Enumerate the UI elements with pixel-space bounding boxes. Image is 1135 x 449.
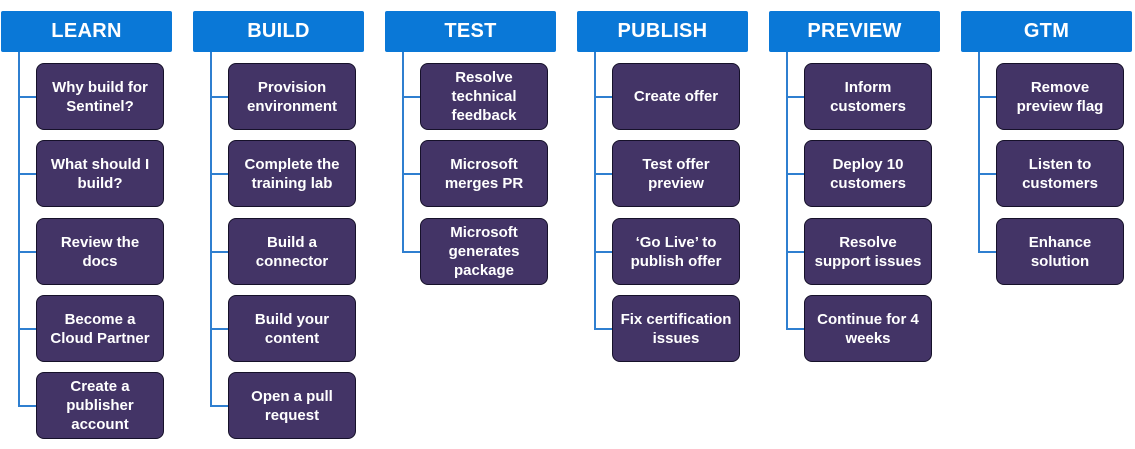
header-preview: PREVIEW [769, 11, 940, 52]
header-publish: PUBLISH [577, 11, 748, 52]
column-learn: LEARN Why build for Sentinel? What shoul… [1, 11, 172, 449]
step-remove-preview-flag: Remove preview flag [996, 63, 1124, 130]
step-deploy-customers: Deploy 10 customers [804, 140, 932, 207]
branch-line [786, 328, 804, 330]
branch-line [978, 251, 996, 253]
branch-line [18, 251, 36, 253]
step-listen-customers: Listen to customers [996, 140, 1124, 207]
column-publish: PUBLISH Create offer Test offer preview … [577, 11, 748, 449]
step-build-content: Build your content [228, 295, 356, 362]
step-pull-request: Open a pull request [228, 372, 356, 439]
step-review-docs: Review the docs [36, 218, 164, 285]
branch-line [210, 173, 228, 175]
branch-line [18, 96, 36, 98]
branch-line [402, 251, 420, 253]
branch-line [18, 173, 36, 175]
step-why-build: Why build for Sentinel? [36, 63, 164, 130]
step-cloud-partner: Become a Cloud Partner [36, 295, 164, 362]
header-gtm: GTM [961, 11, 1132, 52]
step-build-connector: Build a connector [228, 218, 356, 285]
branch-line [402, 96, 420, 98]
step-fix-certification: Fix certification issues [612, 295, 740, 362]
header-test: TEST [385, 11, 556, 52]
branch-line [594, 328, 612, 330]
connector-line [978, 52, 980, 251]
connector-line [18, 52, 20, 405]
step-generates-package: Microsoft generates package [420, 218, 548, 285]
branch-line [594, 96, 612, 98]
connector-line [786, 52, 788, 328]
branch-line [786, 251, 804, 253]
step-go-live: ‘Go Live’ to publish offer [612, 218, 740, 285]
step-enhance-solution: Enhance solution [996, 218, 1124, 285]
step-publisher-account: Create a publisher account [36, 372, 164, 439]
column-test: TEST Resolve technical feedback Microsof… [385, 11, 556, 449]
step-provision: Provision environment [228, 63, 356, 130]
branch-line [210, 405, 228, 407]
step-offer-preview: Test offer preview [612, 140, 740, 207]
connector-line [210, 52, 212, 405]
header-build: BUILD [193, 11, 364, 52]
branch-line [978, 173, 996, 175]
branch-line [210, 328, 228, 330]
column-preview: PREVIEW Inform customers Deploy 10 custo… [769, 11, 940, 449]
step-what-build: What should I build? [36, 140, 164, 207]
column-gtm: GTM Remove preview flag Listen to custom… [961, 11, 1132, 449]
step-continue-weeks: Continue for 4 weeks [804, 295, 932, 362]
branch-line [978, 96, 996, 98]
header-learn: LEARN [1, 11, 172, 52]
connector-line [402, 52, 404, 251]
connector-line [594, 52, 596, 328]
branch-line [210, 251, 228, 253]
branch-line [594, 251, 612, 253]
branch-line [594, 173, 612, 175]
branch-line [786, 173, 804, 175]
step-merges-pr: Microsoft merges PR [420, 140, 548, 207]
step-inform-customers: Inform customers [804, 63, 932, 130]
branch-line [18, 328, 36, 330]
step-support-issues: Resolve support issues [804, 218, 932, 285]
branch-line [786, 96, 804, 98]
column-build: BUILD Provision environment Complete the… [193, 11, 364, 449]
branch-line [18, 405, 36, 407]
branch-line [210, 96, 228, 98]
step-create-offer: Create offer [612, 63, 740, 130]
step-training-lab: Complete the training lab [228, 140, 356, 207]
step-technical-feedback: Resolve technical feedback [420, 63, 548, 130]
branch-line [402, 173, 420, 175]
